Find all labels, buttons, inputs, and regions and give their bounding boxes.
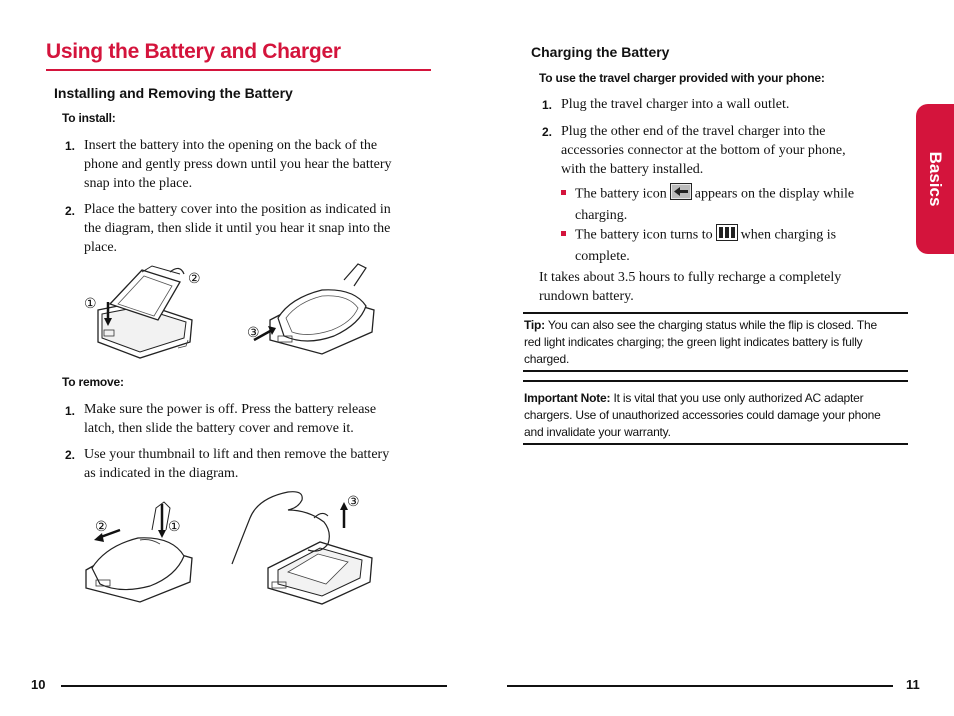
important-note: Important Note: It is vital that you use… bbox=[524, 391, 881, 439]
install-step-2-text: Place the battery cover into the positio… bbox=[84, 202, 391, 255]
charge-step-1-number: 1. bbox=[542, 98, 553, 112]
remove-step-1-text: Make sure the power is off. Press the ba… bbox=[84, 402, 377, 436]
charge-step-1-text: Plug the travel charger into a wall outl… bbox=[561, 97, 790, 112]
charger-subheading: To use the travel charger provided with … bbox=[539, 71, 825, 85]
install-step-2-number: 2. bbox=[65, 204, 76, 218]
recharge-time-text: It takes about 3.5 hours to fully rechar… bbox=[539, 270, 842, 304]
tip-label: Tip: bbox=[524, 318, 545, 332]
section-tab-label: Basics bbox=[926, 151, 945, 207]
section-tab-basics[interactable]: Basics bbox=[916, 104, 954, 254]
page-number-left: 10 bbox=[31, 677, 46, 692]
charge-step-2-number: 2. bbox=[542, 125, 553, 139]
bullet-marker-2 bbox=[561, 231, 566, 236]
remove-step-2-number: 2. bbox=[65, 448, 76, 462]
remove-label: To remove: bbox=[62, 375, 124, 389]
callout-3-install: ③ bbox=[247, 324, 260, 340]
title-underline bbox=[46, 69, 431, 71]
section-heading-install-remove: Installing and Removing the Battery bbox=[54, 85, 293, 101]
footer-rule-left bbox=[61, 685, 447, 687]
battery-insert-illustration bbox=[97, 265, 193, 359]
callout-2-remove: ② bbox=[95, 518, 108, 534]
important-top-rule bbox=[523, 380, 908, 382]
callout-1-install: ① bbox=[84, 295, 97, 311]
important-label: Important Note: bbox=[524, 391, 611, 405]
tip-top-rule bbox=[523, 312, 908, 314]
battery-cover-removal-illustration bbox=[85, 501, 193, 603]
section-heading-charging: Charging the Battery bbox=[531, 44, 670, 60]
tip-bottom-rule bbox=[523, 370, 908, 372]
install-step-1-number: 1. bbox=[65, 139, 76, 153]
remove-step-1-number: 1. bbox=[65, 404, 76, 418]
callout-3-remove: ③ bbox=[347, 493, 360, 509]
bullet-marker-1 bbox=[561, 190, 566, 195]
important-bottom-rule bbox=[523, 443, 908, 445]
page-title: Using the Battery and Charger bbox=[46, 40, 341, 63]
callout-2-install: ② bbox=[188, 270, 201, 286]
battery-cover-illustration bbox=[253, 263, 375, 355]
callout-1-remove: ① bbox=[168, 518, 181, 534]
tip-note: Tip: You can also see the charging statu… bbox=[524, 318, 877, 366]
charging-battery-icon bbox=[669, 183, 692, 206]
remove-step-2-text: Use your thumbnail to lift and then remo… bbox=[84, 447, 390, 481]
install-label: To install: bbox=[62, 111, 116, 125]
install-step-1-text: Insert the battery into the opening on t… bbox=[84, 138, 392, 191]
charge-step-2-text: Plug the other end of the travel charger… bbox=[561, 124, 846, 177]
page-number-right: 11 bbox=[906, 677, 920, 692]
footer-rule-right bbox=[507, 685, 893, 687]
full-battery-icon bbox=[715, 224, 738, 247]
battery-lift-illustration bbox=[231, 491, 373, 605]
